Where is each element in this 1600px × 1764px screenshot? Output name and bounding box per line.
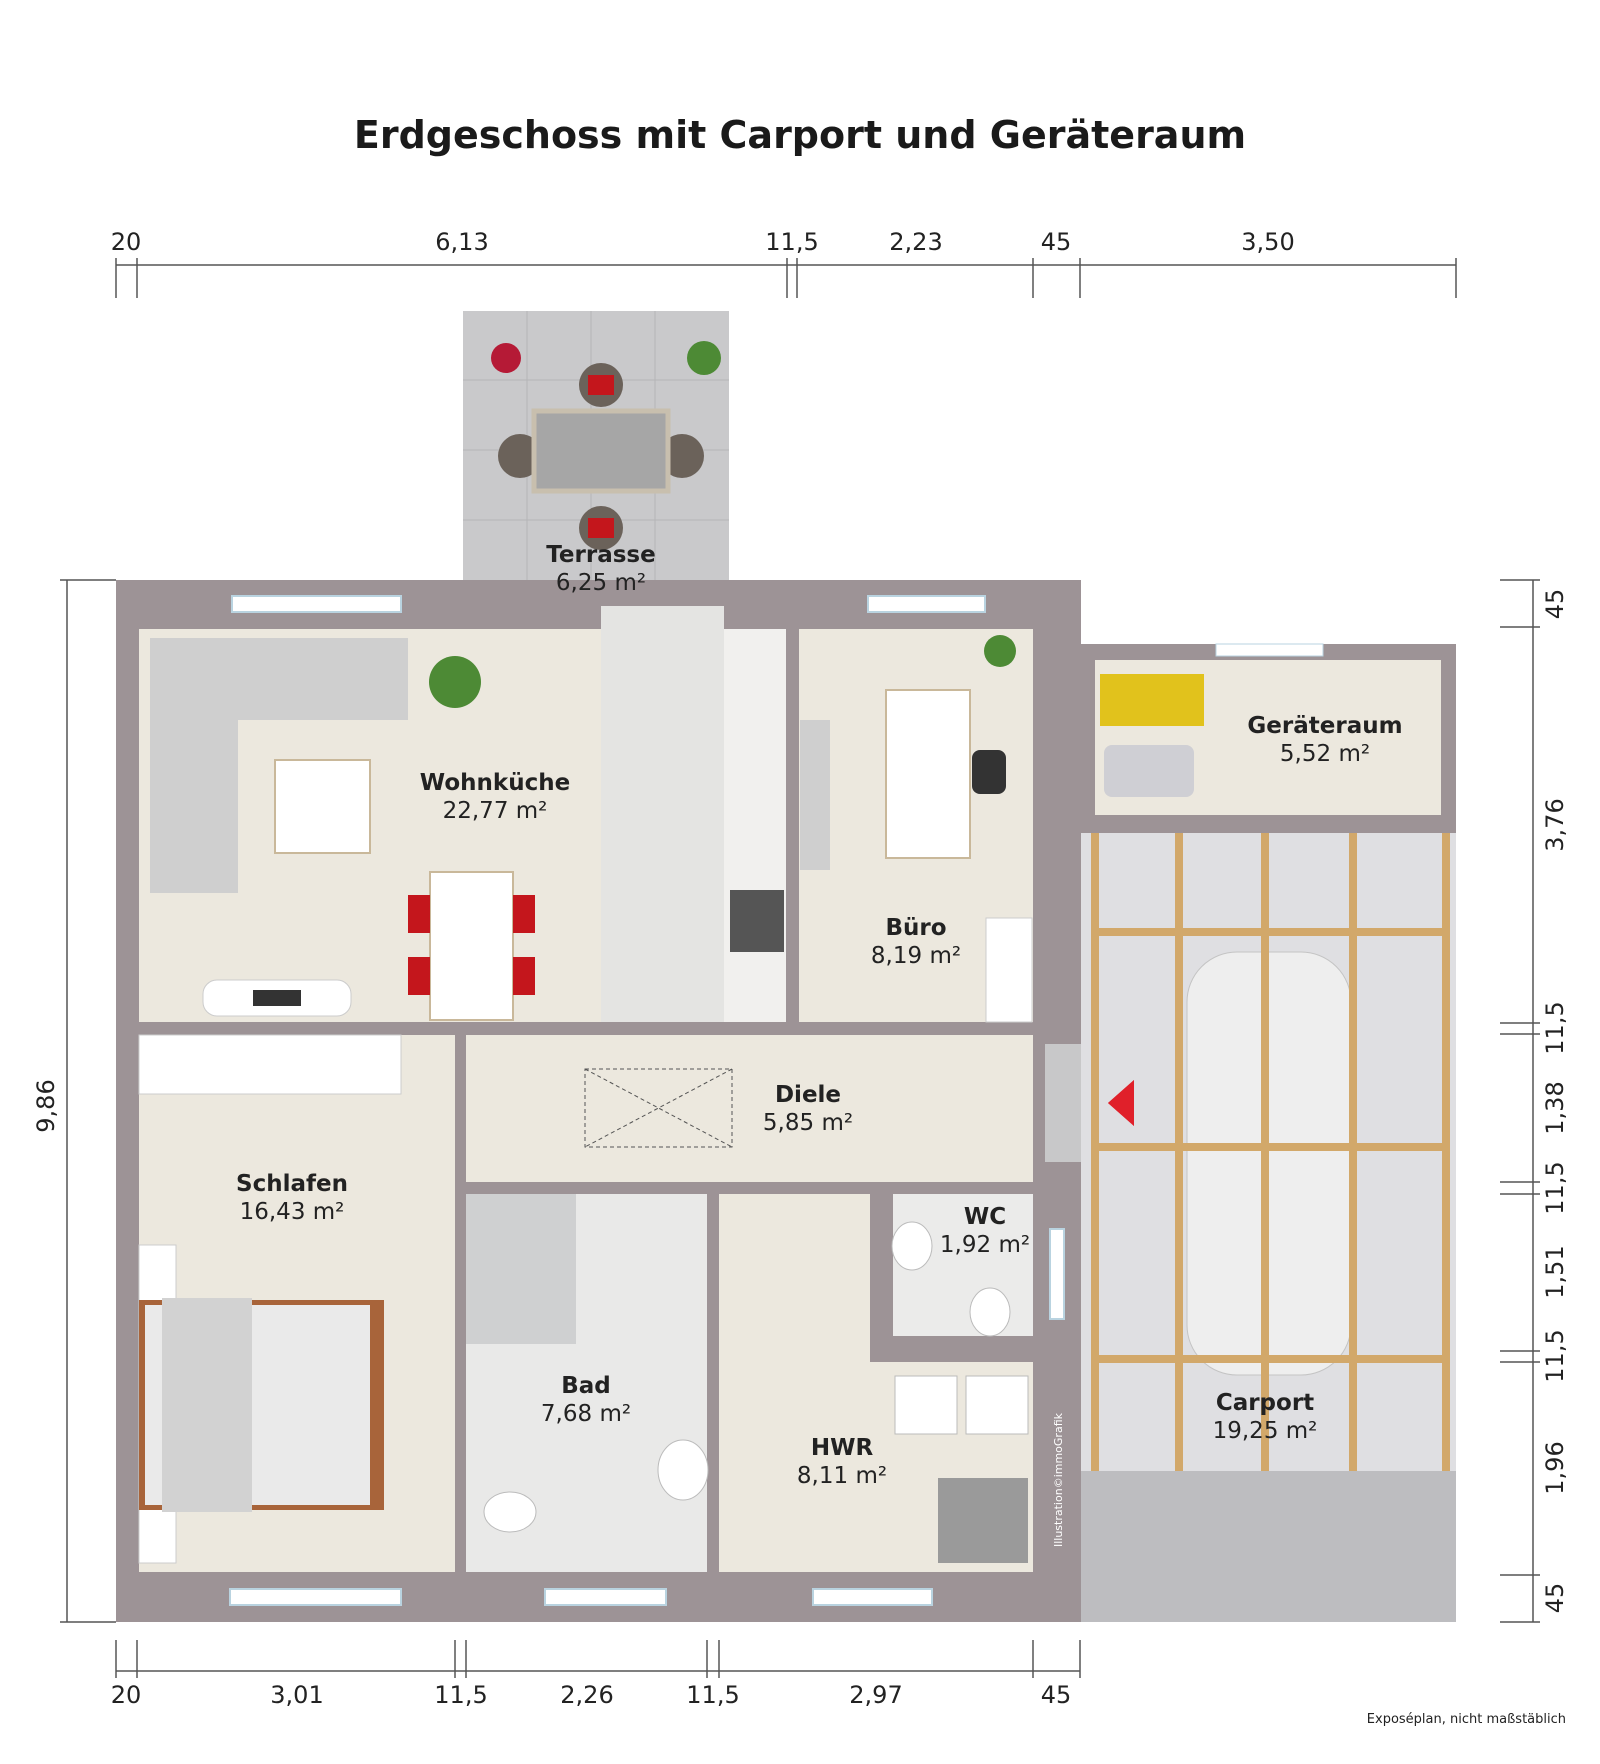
dim-label: 11,5 <box>434 1681 487 1709</box>
plant-icon <box>984 635 1016 667</box>
dim-label: 1,51 <box>1541 1245 1569 1298</box>
room-name: Schlafen <box>236 1171 348 1197</box>
room-area: 22,77 m² <box>443 798 548 824</box>
dim-label: 11,5 <box>765 228 818 256</box>
dim-label: 11,5 <box>1541 1001 1569 1054</box>
dimension-top: 20 6,13 11,5 2,23 45 3,50 <box>111 228 1457 298</box>
room-name: HWR <box>811 1435 874 1461</box>
dim-label: 1,38 <box>1541 1081 1569 1134</box>
dim-label: 3,50 <box>1241 228 1294 256</box>
lawn-mower <box>1100 674 1204 726</box>
dim-label: 11,5 <box>1541 1329 1569 1382</box>
washbasin <box>657 1439 709 1501</box>
room-area: 6,25 m² <box>556 570 646 596</box>
shower <box>466 1194 576 1344</box>
office-chair <box>972 750 1006 794</box>
dim-label: 6,13 <box>435 228 488 256</box>
dim-label: 2,26 <box>560 1681 613 1709</box>
attic-hatch <box>584 1068 733 1148</box>
wardrobe <box>138 1034 402 1095</box>
room-name: WC <box>964 1204 1006 1230</box>
room-name: Bad <box>561 1373 611 1399</box>
dim-label: 1,96 <box>1541 1441 1569 1494</box>
washing-machine <box>894 1375 958 1435</box>
room-name: Carport <box>1216 1390 1314 1416</box>
room-name: Wohnküche <box>420 770 570 796</box>
dimension-bottom: 20 3,01 11,5 2,26 11,5 2,97 45 <box>111 1640 1081 1709</box>
flower-pot-icon <box>491 343 521 373</box>
dim-label: 20 <box>111 228 142 256</box>
geraeteraum <box>1081 643 1456 833</box>
dim-label: 3,76 <box>1541 798 1569 851</box>
dimension-right: 45 3,76 11,5 1,38 11,5 1,51 11,5 1,96 45 <box>1500 579 1569 1623</box>
dim-label: 2,97 <box>849 1681 902 1709</box>
dim-label: 45 <box>1541 589 1569 620</box>
shelf <box>985 917 1033 1023</box>
toilet <box>483 1491 537 1533</box>
wc-toilet <box>969 1287 1011 1337</box>
room-area: 8,19 m² <box>871 943 961 969</box>
bar-stools <box>800 720 830 870</box>
desk <box>885 689 971 859</box>
room-name: Geräteraum <box>1247 713 1402 739</box>
carport-beams <box>1091 833 1450 1471</box>
stove <box>730 890 784 952</box>
room-name: Büro <box>885 915 946 941</box>
heating-unit <box>938 1478 1028 1563</box>
room-name: Terrasse <box>546 542 655 568</box>
plant-icon <box>687 341 721 375</box>
carport <box>1081 833 1456 1622</box>
dim-label: 45 <box>1041 1681 1072 1709</box>
wc-basin <box>891 1221 933 1271</box>
plan-title: Erdgeschoss mit Carport und Geräteraum <box>354 113 1246 157</box>
floor-diele <box>466 1035 1033 1182</box>
dim-label: 3,01 <box>270 1681 323 1709</box>
kitchen-counter <box>724 629 786 1022</box>
room-name: Diele <box>775 1082 841 1108</box>
room-area: 1,92 m² <box>940 1232 1030 1258</box>
wheelbarrow <box>1104 745 1194 797</box>
watermark: Illustration©immoGrafik <box>1052 1412 1065 1547</box>
dimension-left: 9,86 <box>32 579 116 1623</box>
dim-label: 11,5 <box>686 1681 739 1709</box>
footer-note: Exposéplan, nicht maßstäblich <box>1367 1712 1566 1727</box>
dim-label: 9,86 <box>32 1079 60 1132</box>
dim-label: 11,5 <box>1541 1161 1569 1214</box>
plant-icon <box>429 656 481 708</box>
room-area: 19,25 m² <box>1213 1418 1318 1444</box>
dim-label: 45 <box>1041 228 1072 256</box>
dim-label: 2,23 <box>889 228 942 256</box>
furniture <box>138 635 1033 1564</box>
room-area: 5,52 m² <box>1280 741 1370 767</box>
coffee-table <box>274 759 371 854</box>
terrace <box>463 311 729 606</box>
windows <box>229 595 1065 1606</box>
dryer <box>965 1375 1029 1435</box>
room-area: 8,11 m² <box>797 1463 887 1489</box>
room-area: 7,68 m² <box>541 1401 631 1427</box>
dim-label: 45 <box>1541 1583 1569 1614</box>
room-area: 16,43 m² <box>240 1199 345 1225</box>
room-labels: Terrasse 6,25 m² Wohnküche 22,77 m² Büro… <box>236 542 1403 1489</box>
dim-label: 20 <box>111 1681 142 1709</box>
room-area: 5,85 m² <box>763 1110 853 1136</box>
terrace-table-set <box>498 363 704 550</box>
dining-table <box>429 871 514 1021</box>
entrance-step <box>1045 1044 1081 1162</box>
floor-tiles-kitchen <box>601 606 724 1022</box>
